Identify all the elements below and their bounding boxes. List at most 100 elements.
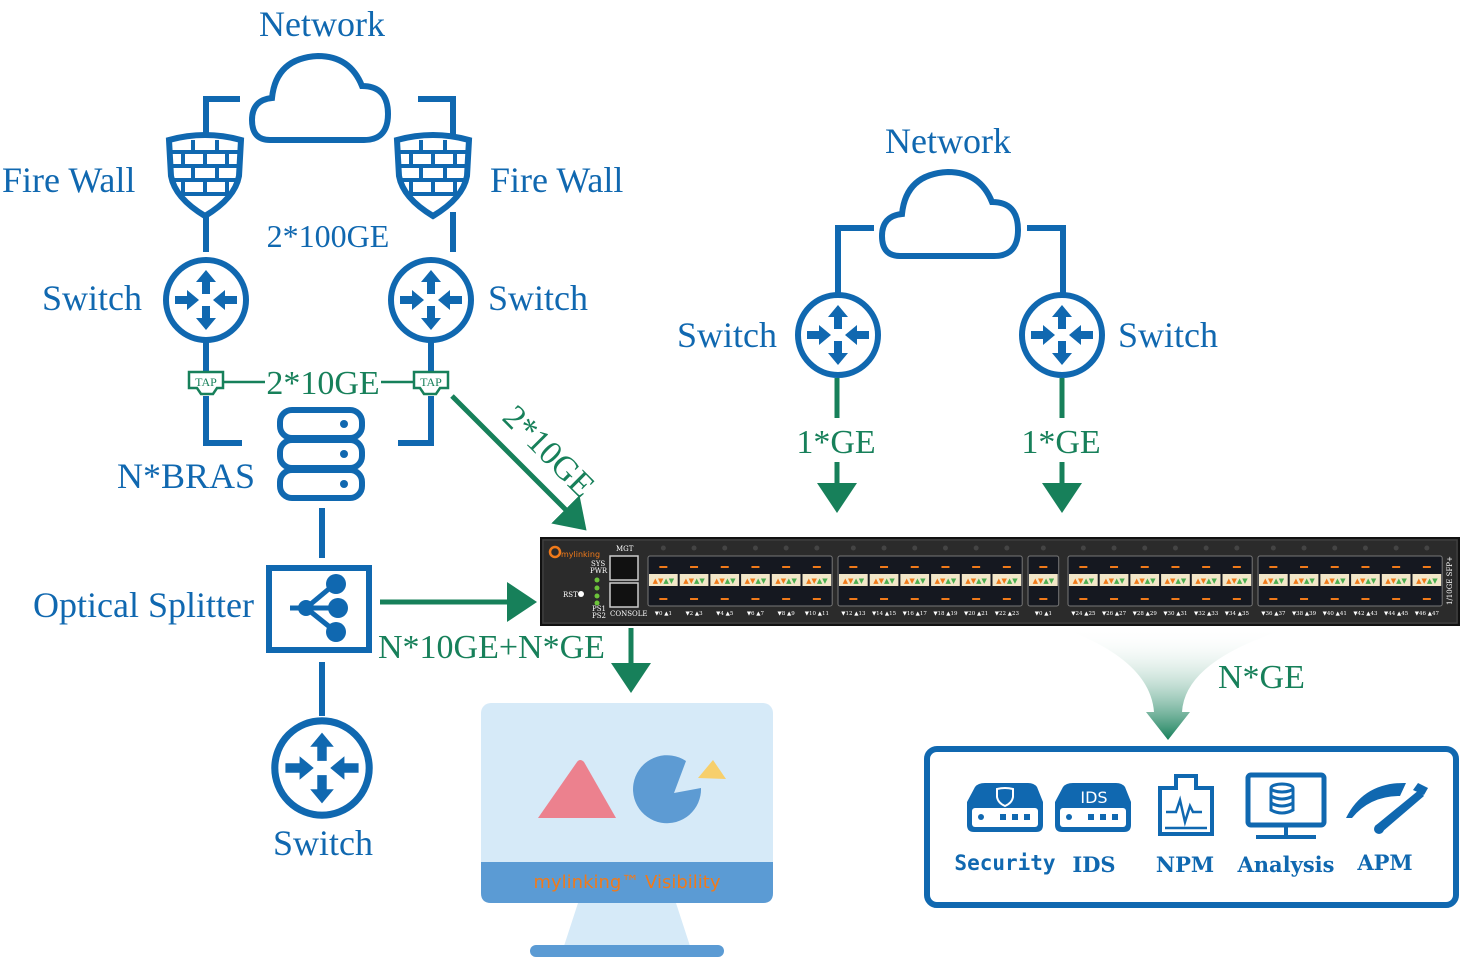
- sfp-port[interactable]: [1422, 566, 1431, 568]
- sfp-port[interactable]: [1202, 598, 1211, 600]
- sfp-port[interactable]: [690, 566, 699, 568]
- sfp-port[interactable]: [1039, 598, 1048, 600]
- status-led: [660, 545, 666, 551]
- sfp-port[interactable]: [659, 566, 668, 568]
- port-led-icons: ▲▼▲▼: [1263, 577, 1285, 585]
- sfp-port[interactable]: [659, 598, 668, 600]
- sfp-led-strip: [1099, 574, 1129, 586]
- sfp-port[interactable]: [880, 598, 889, 600]
- sfp-port[interactable]: [1361, 566, 1370, 568]
- port-led-icons: ▲▼▲▼: [1355, 577, 1377, 585]
- sfp-port[interactable]: [1300, 566, 1309, 568]
- sfp-port[interactable]: [720, 598, 729, 600]
- sfp-port[interactable]: [972, 598, 981, 600]
- sfp-port[interactable]: [1330, 566, 1339, 568]
- sfp-port[interactable]: [1269, 566, 1278, 568]
- splitter-speed-label: N*10GE+N*GE: [378, 629, 605, 666]
- sfp-port[interactable]: [1171, 566, 1180, 568]
- sfp-port[interactable]: [1140, 566, 1149, 568]
- sfp-port[interactable]: [972, 566, 981, 568]
- packet-broker-device: mylinking MGT SYS PWR RST PS1 PS2 CONSOL…: [540, 537, 1460, 626]
- sfp-port[interactable]: [751, 566, 760, 568]
- port-led-icons: ▲▼▲▼: [1226, 577, 1248, 585]
- port-label: ▼36 ▲37: [1261, 611, 1286, 617]
- sfp-port[interactable]: [812, 598, 821, 600]
- port-label: ▼0 ▲1: [1035, 611, 1052, 617]
- sfp-port[interactable]: [1202, 566, 1211, 568]
- sfp-led-strip: [931, 574, 960, 586]
- console-port[interactable]: [609, 582, 639, 608]
- port-led-icons: ▲▼▲▼: [996, 577, 1018, 585]
- status-led: [691, 545, 697, 551]
- triangle-chart-icon: [538, 760, 616, 818]
- pie-chart-icon: [633, 755, 702, 824]
- bottom-switch-label: Switch: [273, 823, 373, 863]
- sfp-port[interactable]: [1269, 598, 1278, 600]
- sfp-port[interactable]: [1232, 566, 1241, 568]
- network-label-right: Network: [885, 121, 1011, 161]
- brand-logo-icon: [548, 545, 562, 559]
- npm-icon: [1158, 774, 1214, 836]
- mgt-port[interactable]: [609, 555, 639, 581]
- sfp-port[interactable]: [1002, 566, 1011, 568]
- sfp-port[interactable]: [1330, 598, 1339, 600]
- sfp-port[interactable]: [1300, 598, 1309, 600]
- port-label: ▼0 ▲1: [655, 611, 672, 617]
- port-led-icons: ▲▼▲▼: [843, 577, 865, 585]
- sfp-port[interactable]: [1392, 598, 1401, 600]
- sfp-port[interactable]: [782, 598, 791, 600]
- sfp-port[interactable]: [1110, 598, 1119, 600]
- sfp-port[interactable]: [1392, 566, 1401, 568]
- sfp-port[interactable]: [1039, 566, 1048, 568]
- switch-right-right-label: Switch: [1118, 315, 1218, 355]
- firewall-left-label: Fire Wall: [2, 160, 135, 200]
- status-led: [752, 545, 758, 551]
- sfp-port[interactable]: [941, 598, 950, 600]
- sfp-port[interactable]: [690, 598, 699, 600]
- visibility-monitor: mylinking™ Visibility: [481, 703, 773, 957]
- optical-splitter-icon: [266, 565, 372, 653]
- sfp-port[interactable]: [1140, 598, 1149, 600]
- port-led-icons: ▲▼▲▼: [1195, 577, 1217, 585]
- sfp-port[interactable]: [849, 566, 858, 568]
- port-led-icons: ▲▼▲▼: [1073, 577, 1095, 585]
- firewall-right-icon: [397, 135, 469, 216]
- bras-label: N*BRAS: [117, 456, 255, 496]
- status-led: [1270, 545, 1276, 551]
- switch-right-left-label: Switch: [677, 315, 777, 355]
- sfp-port[interactable]: [910, 598, 919, 600]
- sfp-port[interactable]: [910, 566, 919, 568]
- sfp-port[interactable]: [1079, 566, 1088, 568]
- tool-npm: NPM: [1156, 774, 1214, 877]
- port-label: ▼40 ▲41: [1323, 611, 1347, 617]
- port-label: ▼18 ▲19: [933, 611, 958, 617]
- reset-button[interactable]: [578, 591, 584, 597]
- sfp-led-strip: [802, 574, 832, 586]
- tool-apm-label: APM: [1356, 850, 1412, 875]
- sfp-port[interactable]: [720, 566, 729, 568]
- sfp-port[interactable]: [751, 598, 760, 600]
- status-led: [1301, 545, 1307, 551]
- status-led: [973, 545, 979, 551]
- sfp-port[interactable]: [812, 566, 821, 568]
- sfp-port[interactable]: [880, 566, 889, 568]
- sfp-port[interactable]: [1171, 598, 1180, 600]
- right-link-lines: [835, 225, 1066, 294]
- tool-ids: IDS IDS: [1055, 783, 1131, 877]
- tap-left: TAP: [187, 370, 225, 396]
- sfp-port[interactable]: [941, 566, 950, 568]
- sfp-port[interactable]: [1232, 598, 1241, 600]
- monitor-screen: [481, 703, 773, 903]
- sfp-port[interactable]: [1422, 598, 1431, 600]
- sfp-port[interactable]: [1079, 598, 1088, 600]
- analysis-icon: [1245, 772, 1327, 828]
- sfp-port[interactable]: [1361, 598, 1370, 600]
- status-led: [1393, 545, 1399, 551]
- sfp-port[interactable]: [849, 598, 858, 600]
- sfp-port[interactable]: [1002, 598, 1011, 600]
- sfp-port[interactable]: [1110, 566, 1119, 568]
- switch-right-left-icon: [798, 295, 878, 375]
- bottom-switch-icon: [275, 721, 369, 815]
- sfp-port[interactable]: [782, 566, 791, 568]
